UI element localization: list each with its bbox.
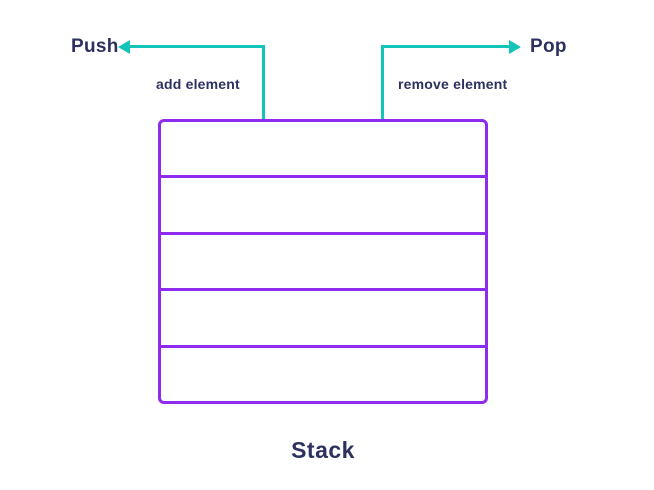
stack-box: [158, 119, 488, 404]
stack-cell: [161, 235, 485, 292]
pop-label: Pop: [530, 36, 567, 57]
stack-cell: [161, 178, 485, 235]
push-arrow-vertical-line: [262, 45, 265, 120]
push-label: Push: [71, 36, 119, 57]
pop-arrow-horizontal-line: [382, 45, 511, 48]
pop-arrow-right-icon: [509, 40, 521, 54]
stack-title: Stack: [291, 437, 355, 463]
stack-cell: [161, 348, 485, 401]
pop-annotation: remove element: [398, 76, 508, 92]
push-arrow-left-icon: [118, 40, 130, 54]
pop-arrow-vertical-line: [381, 45, 384, 120]
push-annotation: add element: [156, 76, 240, 92]
stack-cell: [161, 122, 485, 179]
push-arrow-horizontal-line: [127, 45, 265, 48]
stack-cell: [161, 291, 485, 348]
